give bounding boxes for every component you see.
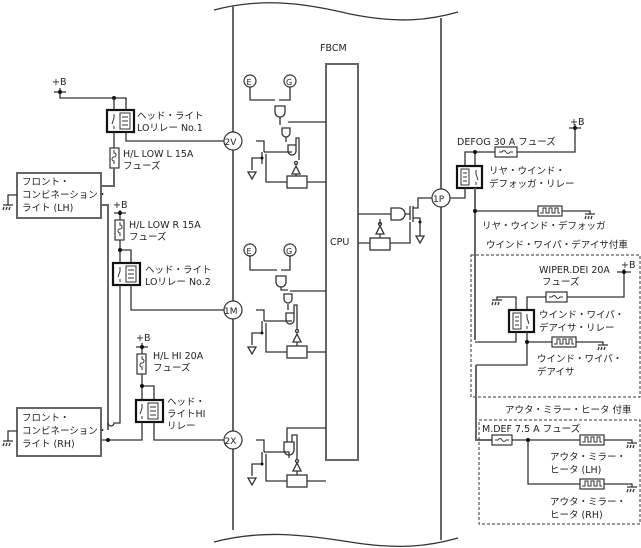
connector-2v-label: 2V <box>225 138 238 148</box>
svg-text:フューズ: フューズ <box>542 276 580 288</box>
svg-text:ライト (RH): ライト (RH) <box>22 439 75 450</box>
wiper-deicer-option-box <box>470 254 641 398</box>
power-b-4: +B <box>570 117 584 128</box>
svg-text:リレー: リレー <box>167 421 196 432</box>
combo-light-rh <box>16 407 102 457</box>
connector-1m-label: 1M <box>224 307 238 317</box>
ground-icon <box>2 194 17 211</box>
connector-2x-label: 2X <box>225 437 237 447</box>
cpu-block <box>325 63 359 461</box>
svg-text:E: E <box>247 78 252 87</box>
driver-block-2 <box>286 345 308 359</box>
svg-text:H/L HI 20A: H/L HI 20A <box>153 351 204 362</box>
svg-text:ライトHI: ライトHI <box>167 409 205 420</box>
svg-text:アウタ・ミラー・ヒータ 付車: アウタ・ミラー・ヒータ 付車 <box>505 404 632 416</box>
svg-text:G: G <box>286 247 292 256</box>
svg-text:コンビネーション・: コンビネーション・ <box>22 190 107 201</box>
power-b-3: +B <box>136 333 150 344</box>
connector-1p-label: 1P <box>433 195 445 205</box>
svg-text:フューズ: フューズ <box>153 362 191 374</box>
driver-block-3 <box>286 474 308 488</box>
driver-circuit-2x <box>246 427 326 488</box>
fbcm-module: FBCM CPU <box>213 2 459 548</box>
module-bottom-edge <box>213 533 459 548</box>
svg-text:ヒータ (RH): ヒータ (RH) <box>550 510 603 521</box>
svg-text:ヘッド・: ヘッド・ <box>167 397 205 408</box>
svg-text:コンビネーション・: コンビネーション・ <box>22 426 107 437</box>
svg-text:ウインド・ワイパ・: ウインド・ワイパ・ <box>539 310 624 321</box>
right-defog-circuit: DEFOG 30 A フューズ +B リヤ・ウインド・ デフォッガ・リレー リヤ… <box>450 117 641 525</box>
svg-text:LOリレー No.1: LOリレー No.1 <box>137 123 203 134</box>
svg-text:フューズ: フューズ <box>123 160 161 172</box>
defog-fuse-label: DEFOG 30 A フューズ <box>457 136 556 148</box>
svg-text:ヘッド・ライト: ヘッド・ライト <box>137 111 204 122</box>
cpu-label: CPU <box>330 237 349 248</box>
left-headlamp-circuit: +B ヘッド・ライト LOリレー No.1 H/L LOW L 15A フューズ… <box>2 77 224 457</box>
svg-text:G: G <box>286 78 292 87</box>
svg-text:E: E <box>247 247 252 256</box>
svg-text:リヤ・ウインド・デフォッガ: リヤ・ウインド・デフォッガ <box>482 220 606 232</box>
driver-circuit-1p <box>358 197 433 251</box>
svg-text:フロント・: フロント・ <box>22 413 70 424</box>
svg-text:ウインド・ワイパ・: ウインド・ワイパ・ <box>537 354 622 365</box>
svg-text:ヒータ (LH): ヒータ (LH) <box>550 465 601 476</box>
svg-text:WIPER.DEI 20A: WIPER.DEI 20A <box>539 265 610 276</box>
driver-circuit-1m: E G <box>243 243 326 359</box>
svg-text:リヤ・ウインド・: リヤ・ウインド・ <box>489 166 565 177</box>
svg-text:アウタ・ミラー・: アウタ・ミラー・ <box>550 452 626 463</box>
svg-text:ウインド・ワイパ・デアイサ付車: ウインド・ワイパ・デアイサ付車 <box>486 239 628 251</box>
svg-text:H/L LOW R 15A: H/L LOW R 15A <box>129 220 201 231</box>
svg-text:フューズ: フューズ <box>129 231 167 243</box>
svg-text:ヘッド・ライト: ヘッド・ライト <box>145 265 212 276</box>
power-b-5: +B <box>621 260 635 271</box>
module-title: FBCM <box>320 43 347 54</box>
module-top-edge <box>213 2 459 21</box>
svg-text:ライト (LH): ライト (LH) <box>22 203 73 214</box>
driver-block-4 <box>369 237 391 251</box>
power-b-1: +B <box>52 77 66 88</box>
svg-text:デフォッガ・リレー: デフォッガ・リレー <box>489 178 575 190</box>
svg-text:H/L LOW L 15A: H/L LOW L 15A <box>123 149 194 160</box>
svg-text:LOリレー No.2: LOリレー No.2 <box>145 277 211 288</box>
power-b-2: +B <box>113 200 127 211</box>
svg-text:デアイサ・リレー: デアイサ・リレー <box>539 322 615 334</box>
ground-icon-2 <box>2 430 17 447</box>
hi-relay <box>134 398 165 424</box>
svg-text:デアイサ: デアイサ <box>537 366 575 378</box>
mirror-heater-option-box <box>478 419 641 525</box>
driver-block-1 <box>286 175 308 189</box>
driver-circuit-2v: E G <box>243 74 326 189</box>
svg-text:アウタ・ミラー・: アウタ・ミラー・ <box>550 497 626 508</box>
mirror-fuse-label: M.DEF 7.5 A フューズ <box>482 423 581 435</box>
svg-text:フロント・: フロント・ <box>22 177 70 188</box>
